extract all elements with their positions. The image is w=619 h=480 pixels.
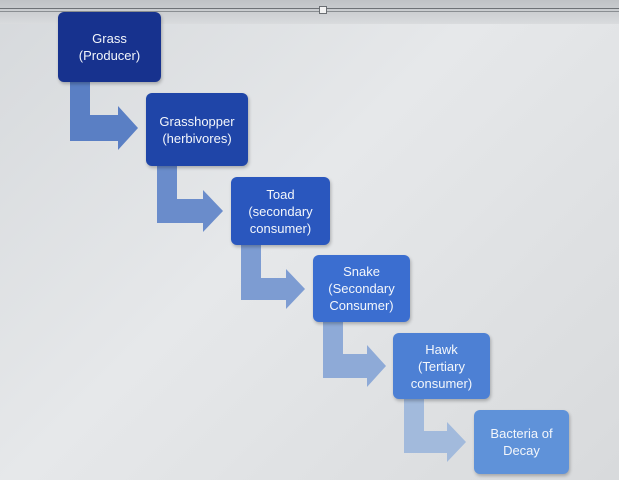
node-label-line2: (Secondary [328, 281, 395, 296]
node-grass-producer[interactable]: Grass (Producer) [58, 12, 161, 82]
node-label-line1: Snake [343, 264, 380, 279]
bent-arrow-4 [323, 322, 386, 387]
bent-arrow-2 [157, 166, 223, 232]
node-label-line1: Grasshopper [159, 113, 235, 129]
node-snake-secondary-consumer[interactable]: Snake (Secondary Consumer) [313, 255, 410, 322]
node-label-line2: (Tertiary [418, 358, 465, 374]
bent-arrow-5 [404, 399, 466, 462]
resize-handle[interactable] [319, 6, 327, 14]
node-label-line3: consumer) [410, 375, 473, 391]
border-line [0, 11, 619, 12]
node-label-line1: Bacteria of [490, 426, 553, 441]
bent-arrow-3 [241, 245, 305, 309]
node-label-line1: Grass [92, 31, 127, 46]
node-toad-secondary-consumer[interactable]: Toad (secondary consumer) [231, 177, 330, 245]
node-label-line2: (herbivores) [162, 130, 232, 146]
node-bacteria-of-decay[interactable]: Bacteria of Decay [474, 410, 569, 474]
node-label-line2: (Producer) [78, 48, 141, 63]
node-label-line3: consumer) [249, 220, 312, 236]
node-label-line2: Decay [503, 443, 540, 458]
node-label-line3: Consumer) [329, 298, 394, 313]
node-grasshopper-herbivores[interactable]: Grasshopper (herbivores) [146, 93, 248, 166]
node-label-line1: Hawk [425, 341, 458, 357]
node-label-line2: (secondary [248, 203, 313, 219]
bent-arrow-1 [70, 82, 138, 150]
node-label-line1: Toad [266, 186, 295, 202]
border-line [0, 8, 619, 9]
node-hawk-tertiary-consumer[interactable]: Hawk (Tertiary consumer) [393, 333, 490, 399]
